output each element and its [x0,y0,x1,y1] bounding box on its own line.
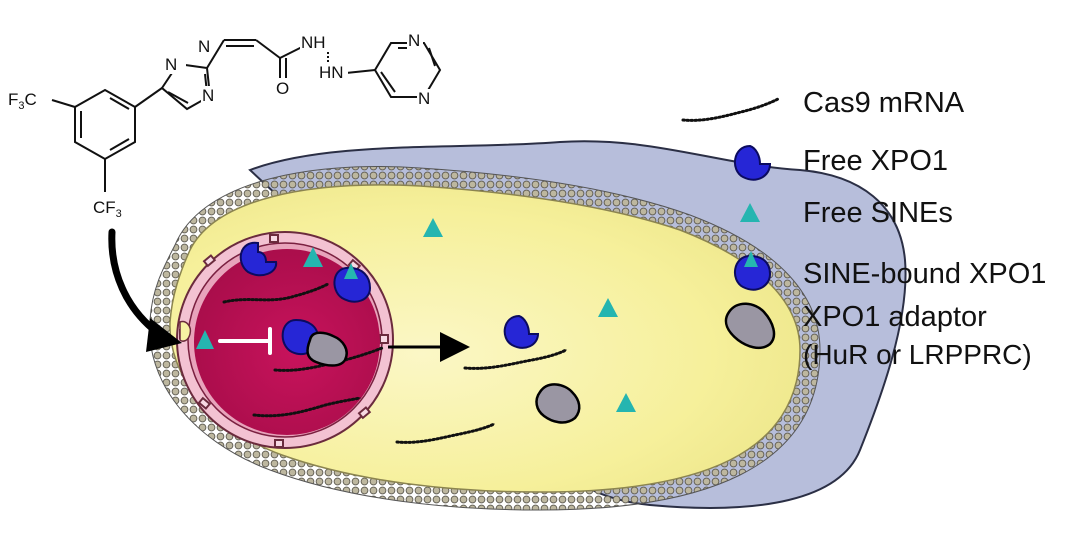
cytoplasmic-sine [616,393,636,412]
xpo1-adaptor-complex [281,318,348,367]
amide-nh: NH [301,33,326,52]
triazole-n1: N [198,37,210,56]
cf3-top-label: F3C [8,90,37,112]
legend-label-xpo1-adaptor-examples: (HuR or LRPPRC) [803,339,1032,370]
triazole-n2: N [165,55,177,74]
cytoplasmic-free-xpo1 [503,314,540,349]
legend-label-cas9-mrna: Cas9 mRNA [803,87,965,119]
triazole-n3: N [202,86,214,105]
nuclear-free-sine [303,247,323,267]
pyrazine-n-top: N [408,31,420,50]
xpo1-icon [734,144,772,181]
sine-bound-xpo1-icon [734,251,772,291]
nuclear-sine-bound-xpo1 [333,263,372,303]
cytoplasmic-sine [423,218,443,237]
sine-molecule-structure [51,39,442,192]
legend-label-xpo1-adaptor: XPO1 adaptor [803,301,987,333]
sine-entering [196,330,214,349]
mrna-strand-icon [681,97,780,122]
legend-label-free-sines: Free SINEs [803,197,953,229]
sine-triangle-icon [740,203,760,222]
legend-label-free-xpo1: Free XPO1 [803,145,948,177]
pyrazine-n-bottom: N [418,89,430,108]
cytoplasmic-mrna-strands [395,348,568,444]
legend: Cas9 mRNA Free XPO1 Free SINEs SINE-boun… [681,87,1046,370]
cf3-bottom-label: CF3 [93,198,122,220]
cytoplasmic-adaptor [535,383,581,424]
adaptor-blob-icon [724,302,776,350]
carbonyl-o: O [276,79,289,98]
inhibition-symbol [218,327,272,355]
hydrazine-hn: HN [319,63,344,82]
cytoplasmic-sine [598,298,618,317]
molecule-atom-labels: N N N NH HN O N N F3C CF3 [8,31,433,220]
legend-label-sine-bound-xpo1: SINE-bound XPO1 [803,258,1046,290]
nuclear-free-xpo1 [239,241,278,277]
